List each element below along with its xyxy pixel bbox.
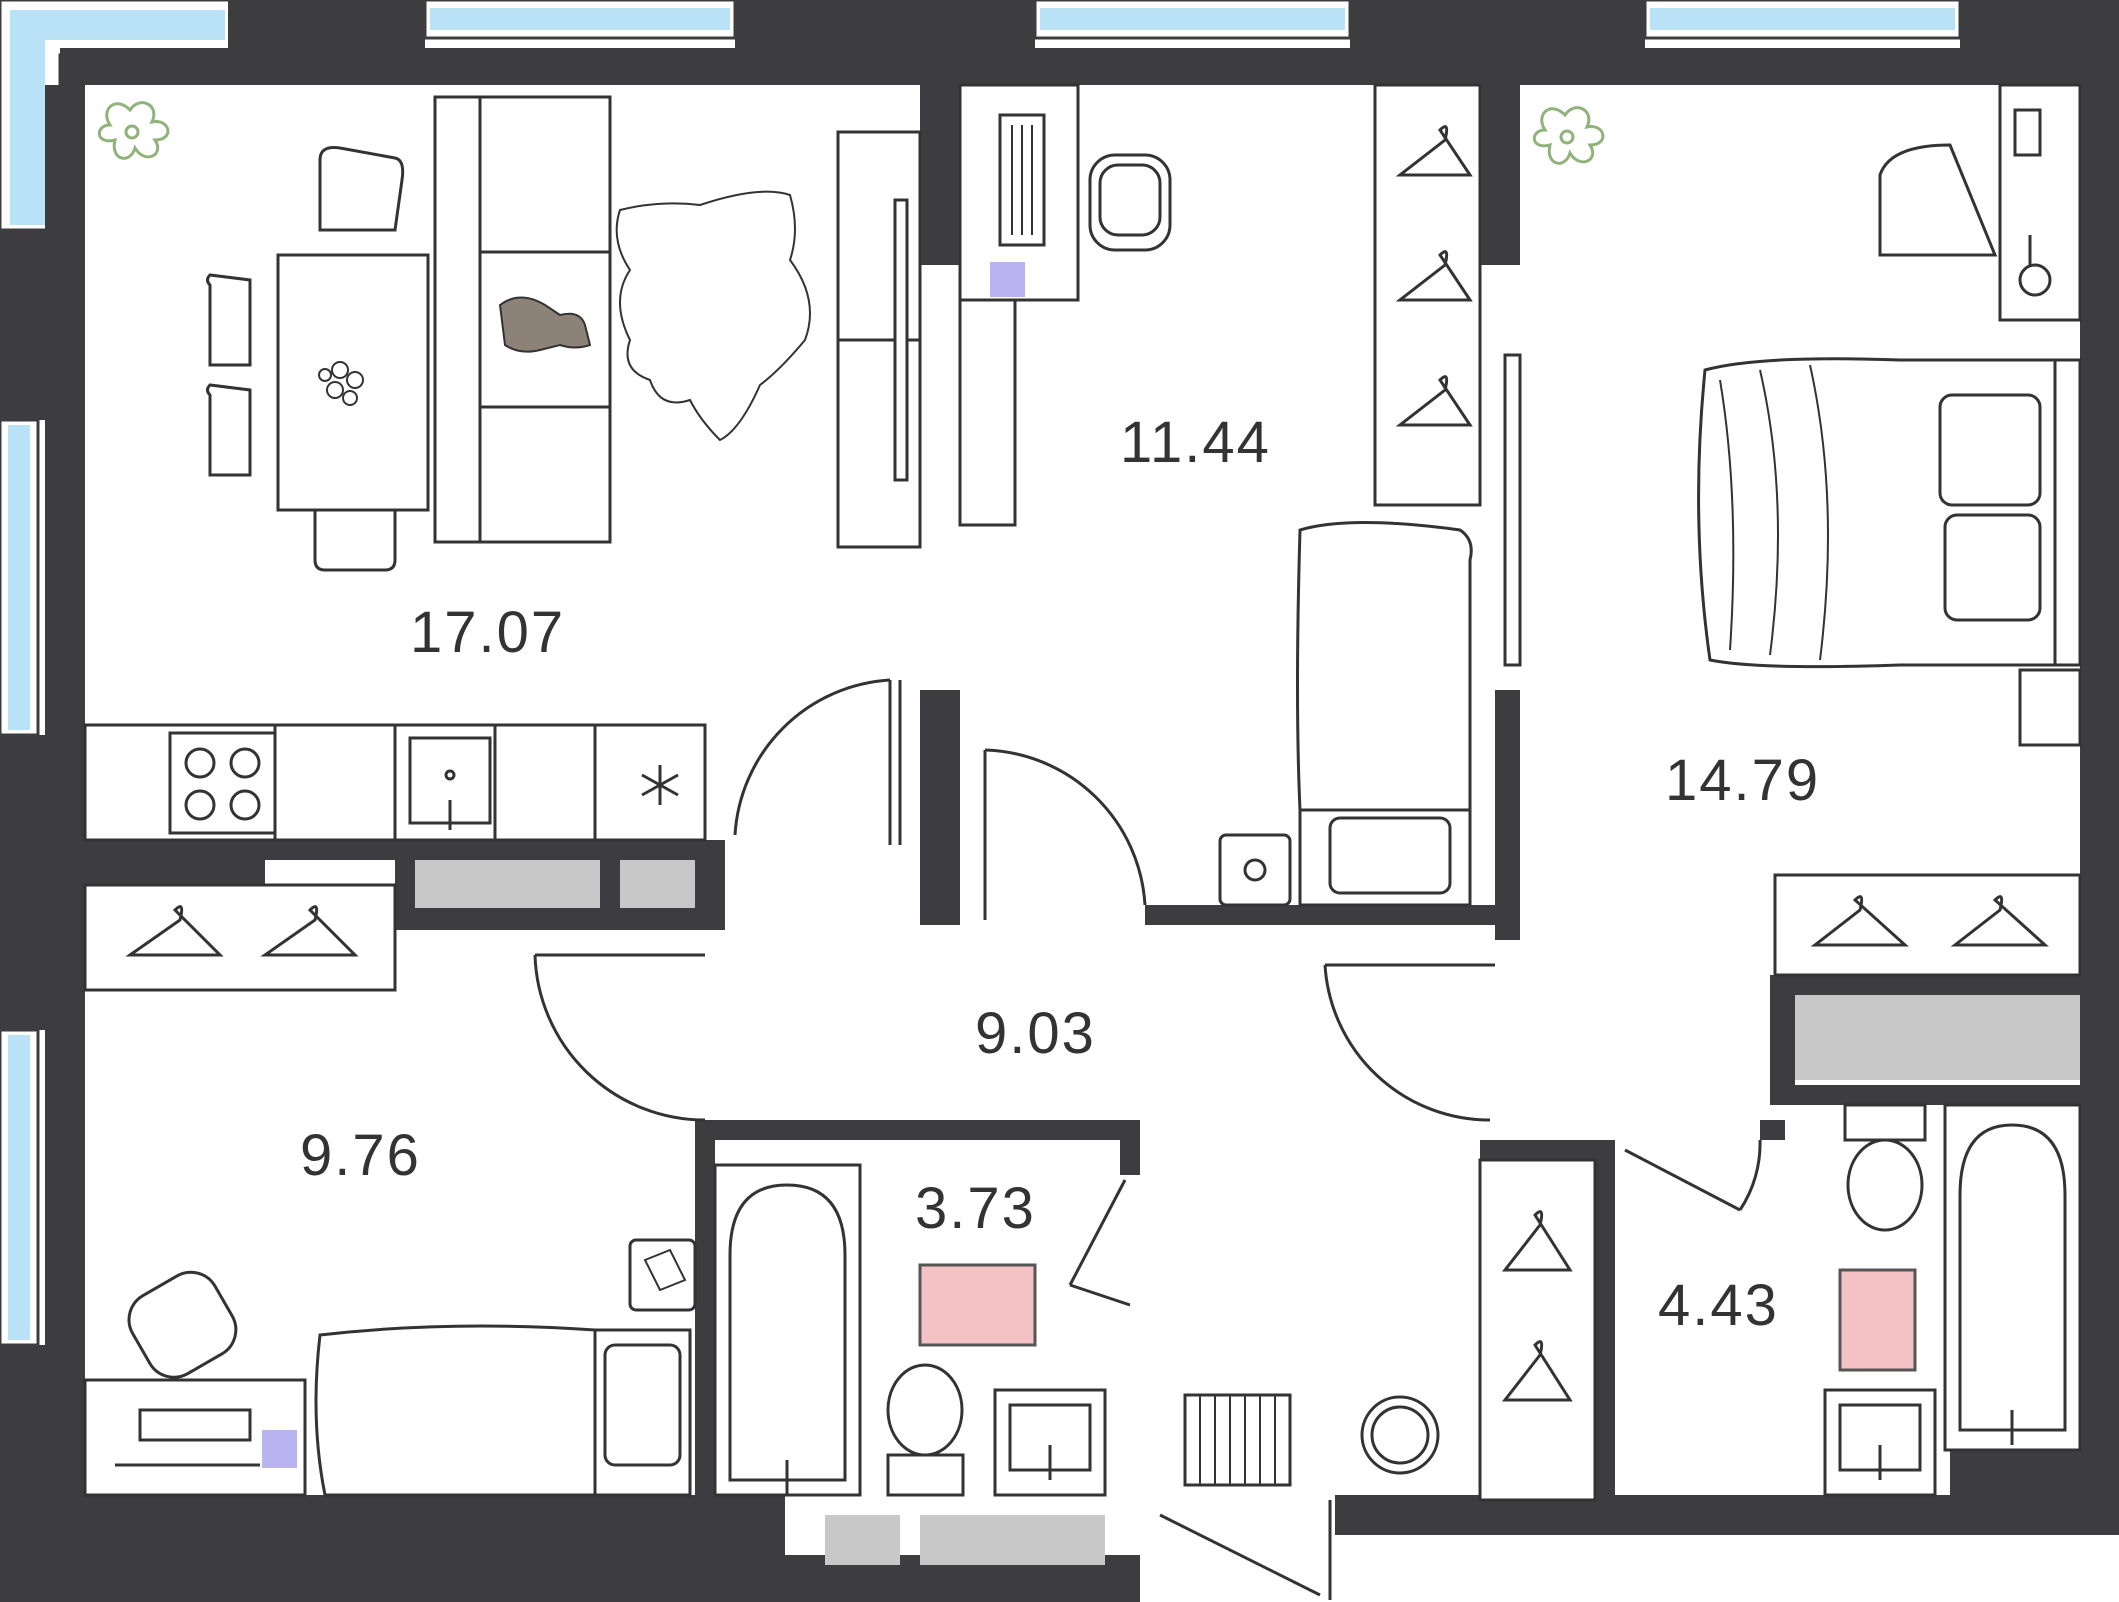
bathroom-1-fixtures <box>713 1163 1131 1497</box>
single-bed-icon <box>1296 521 1473 907</box>
room-area-living-kitchen: 17.07 <box>410 600 565 665</box>
office-chair-icon <box>1088 153 1172 252</box>
room-area-bedroom-right: 14.79 <box>1665 748 1820 813</box>
room-labels: 17.07 11.44 14.79 9.03 9.76 3.73 4.43 <box>300 410 1820 1338</box>
single-bed-icon <box>314 1324 692 1497</box>
sticky-note-icon <box>990 262 1025 297</box>
sticky-note-icon <box>262 1430 297 1468</box>
mirror-icon <box>2018 235 2052 297</box>
hanger-icon <box>125 905 359 957</box>
office-chair-icon <box>127 1270 238 1379</box>
bathtub-icon <box>713 1163 862 1497</box>
hanger-icon <box>1501 1210 1573 1402</box>
plant-icon <box>97 101 170 160</box>
bathtub-icon <box>1943 1103 2082 1452</box>
cat-icon <box>498 296 592 353</box>
plant-icon <box>1532 106 1605 165</box>
double-bed-icon <box>1697 357 2082 669</box>
bath-mat <box>918 1263 1037 1347</box>
living-kitchen-furniture <box>83 95 922 845</box>
right-bedroom-furniture <box>1503 83 2082 977</box>
storage-blocks <box>415 860 2080 1565</box>
bath-mat <box>1838 1268 1917 1372</box>
toilet-icon <box>886 1363 965 1497</box>
sink-icon <box>993 1388 1107 1497</box>
doormat-icon <box>1183 1393 1292 1487</box>
room-area-bathroom-1: 3.73 <box>915 1176 1036 1241</box>
bathroom-2-fixtures <box>1823 1103 2082 1497</box>
kitchen-sink-icon <box>408 736 492 830</box>
hanger-icon <box>1810 895 2049 947</box>
sink-icon <box>1823 1388 1937 1497</box>
flower-bouquet-icon <box>318 361 364 406</box>
left-bedroom-furniture <box>83 1238 697 1497</box>
room-area-bedroom-left: 9.76 <box>300 1123 421 1188</box>
snowflake-icon <box>641 765 679 805</box>
toilet-icon <box>1843 1103 1927 1232</box>
room-area-hallway: 9.03 <box>975 1001 1096 1066</box>
nightstand-icon <box>1218 833 1292 907</box>
middle-bedroom-furniture <box>958 83 1482 920</box>
room-area-bedroom-middle: 11.44 <box>1120 410 1271 475</box>
hallway-elements <box>83 883 1762 1600</box>
room-area-bathroom-2: 4.43 <box>1658 1273 1779 1338</box>
stove-icon <box>168 731 277 835</box>
hanger-icon <box>1395 125 1473 427</box>
